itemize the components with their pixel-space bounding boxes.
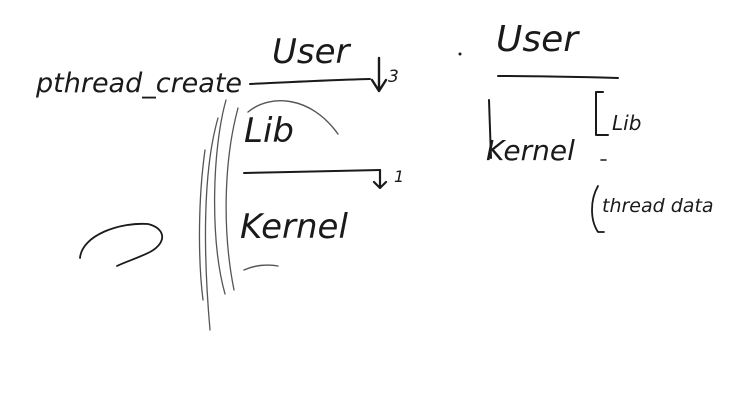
user-label-left: User — [272, 32, 352, 72]
user-boundary-line-left — [249, 78, 371, 85]
lib-boundary-line — [243, 169, 381, 174]
curve-inner — [225, 107, 239, 291]
lib-label-left: Lib — [244, 111, 294, 151]
lib-arc — [247, 100, 339, 135]
mark-one: 1 — [394, 167, 404, 186]
pthread-create-label: pthread_create — [35, 68, 242, 99]
user-label-right: User — [496, 19, 580, 60]
dot-mark — [458, 52, 462, 56]
down-arrow-to-user — [370, 56, 388, 93]
lib-label-right: Lib — [612, 111, 641, 135]
loop-scribble — [79, 222, 164, 267]
user-boundary-line-right — [497, 75, 619, 79]
kernel-label-right: Kernel — [486, 134, 575, 167]
kernel-tick — [243, 264, 279, 271]
kernel-vertical-bar — [488, 99, 492, 159]
curve-outer — [213, 99, 227, 295]
thread-data-label: thread data — [602, 195, 714, 217]
kernel-label-left: Kernel — [240, 207, 348, 247]
down-arrow-to-kernel — [372, 168, 388, 190]
curve-inner-2 — [198, 149, 206, 301]
mark-three: 3 — [388, 67, 399, 87]
curve-outer-2 — [204, 117, 219, 331]
thread-data-bracket — [591, 185, 605, 233]
lib-bracket — [595, 91, 609, 136]
